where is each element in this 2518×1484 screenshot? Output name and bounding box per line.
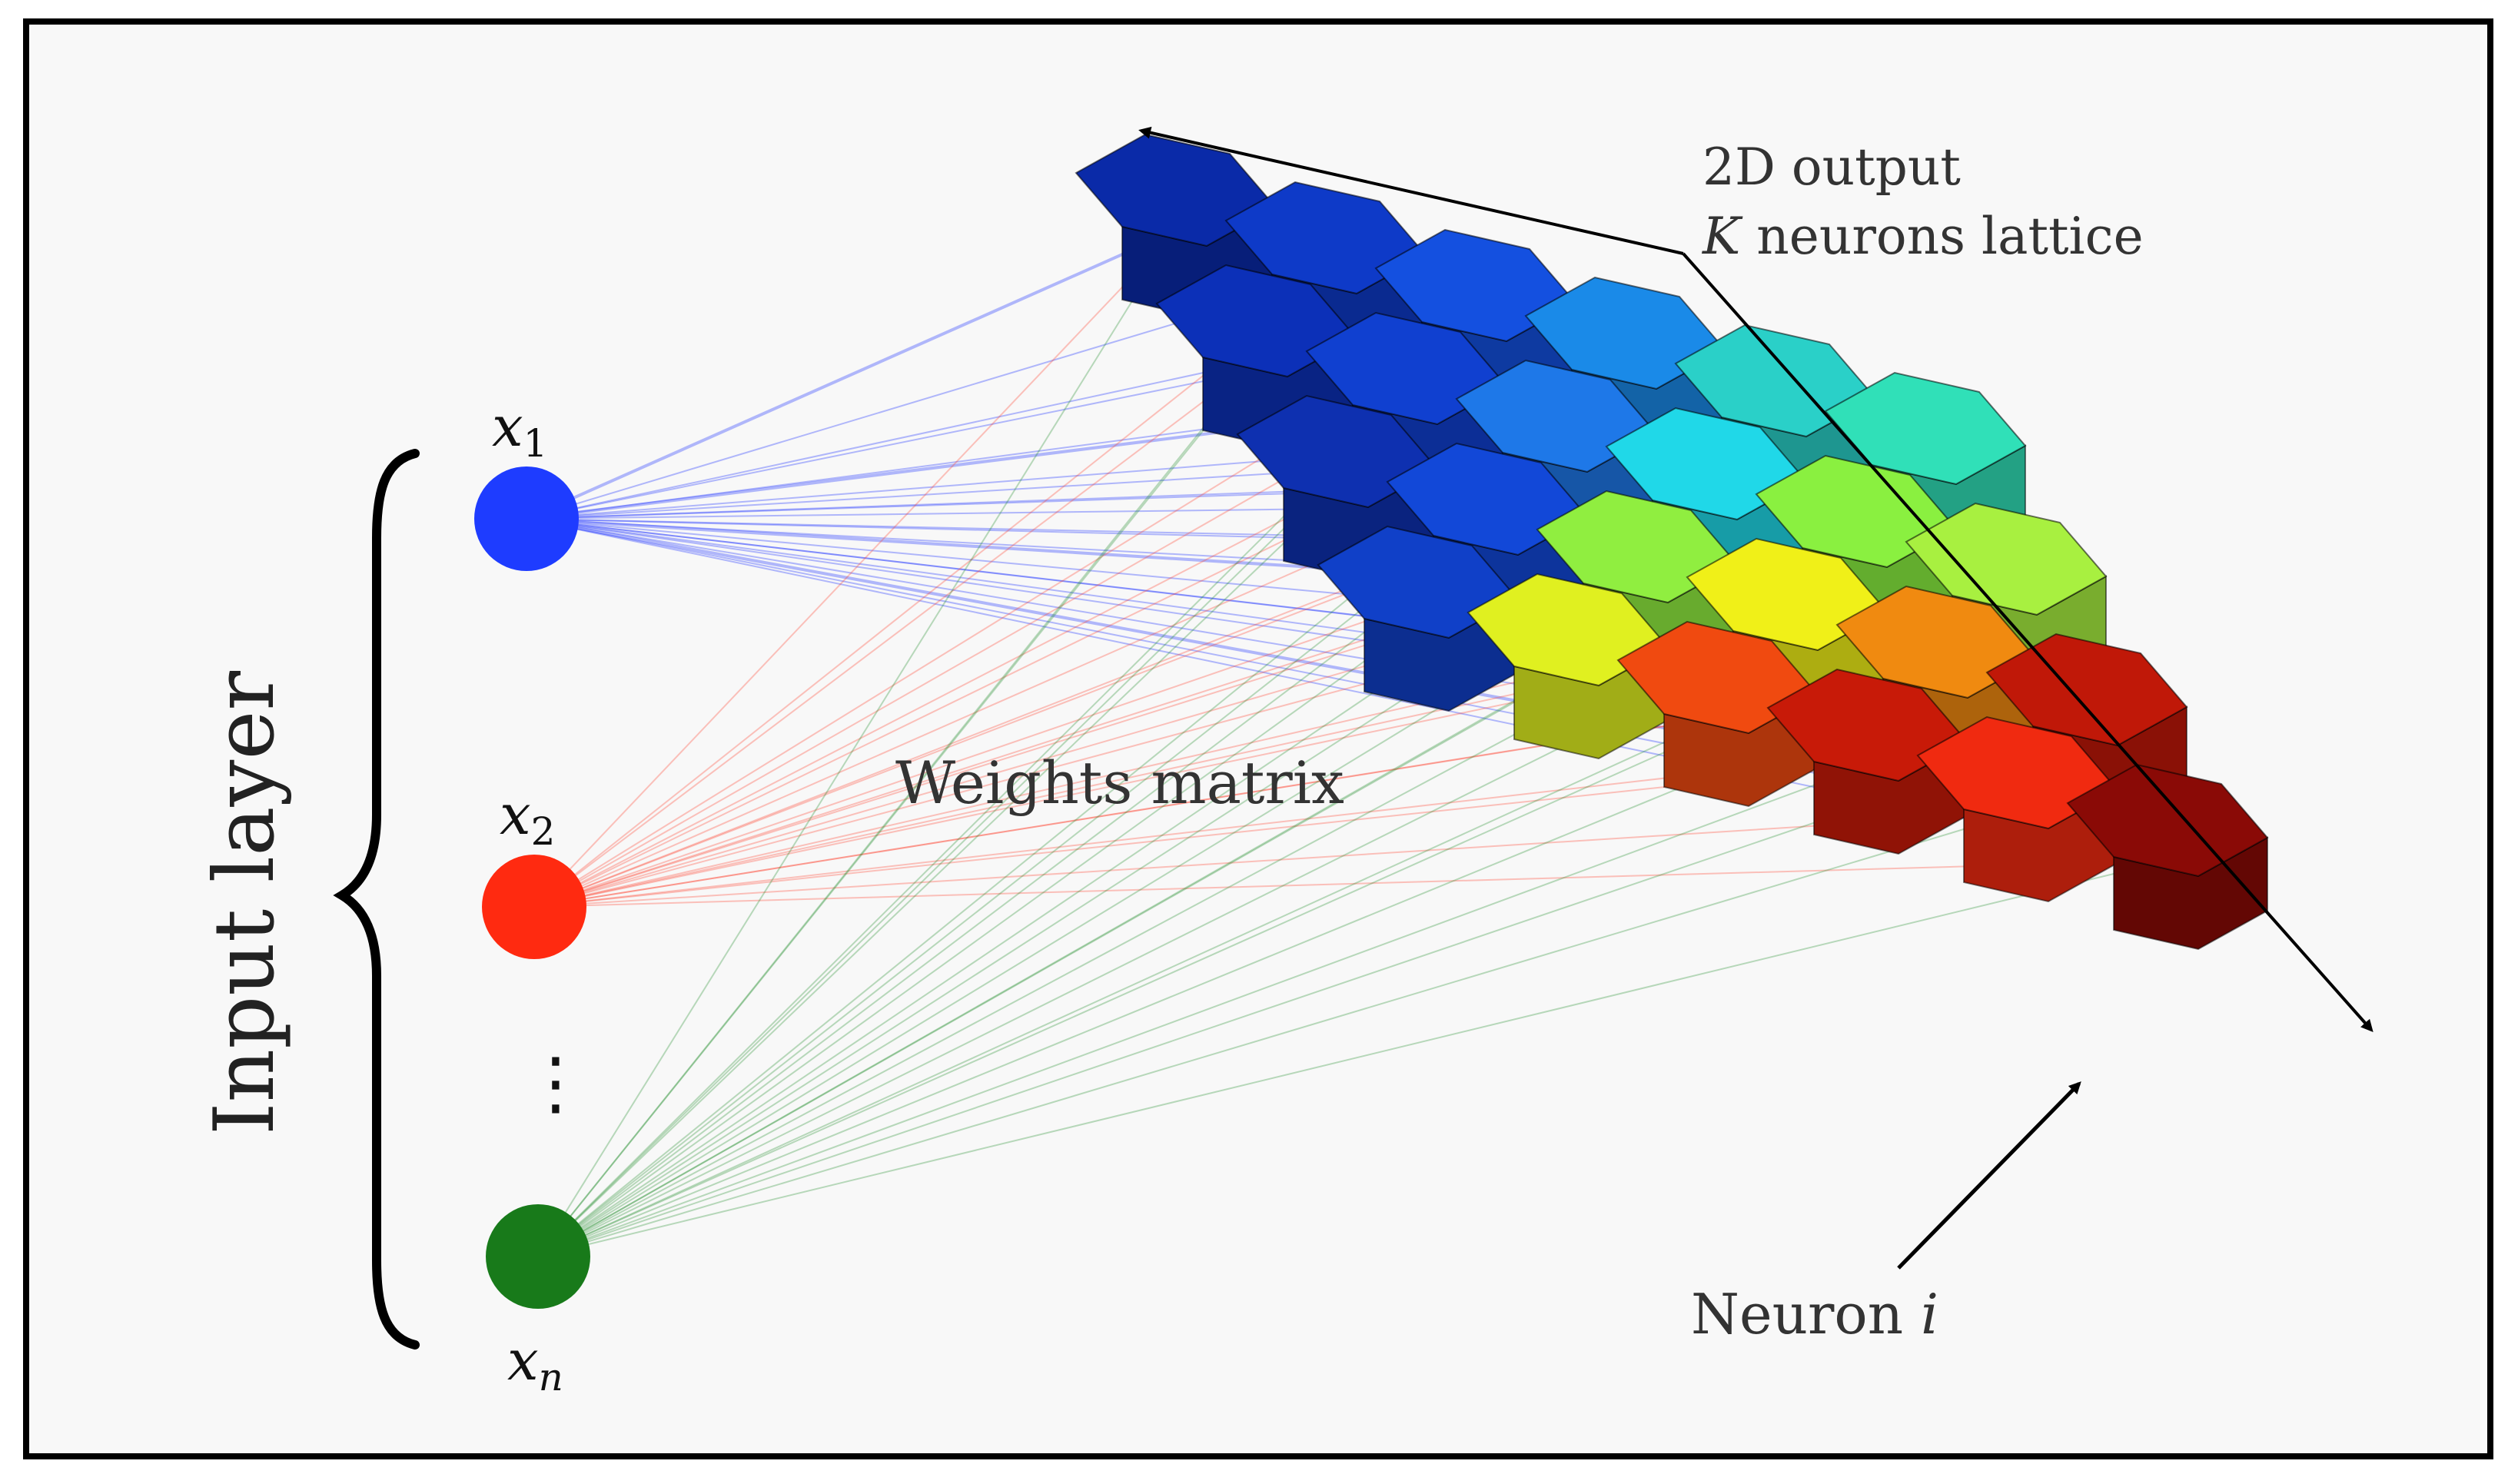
- weight-line: [537, 491, 1338, 1257]
- weight-line: [537, 230, 1177, 1257]
- weight-line: [533, 717, 1719, 908]
- input-node-x1: [474, 466, 579, 571]
- input-label-xn: xn: [507, 1328, 563, 1399]
- lattice-neuron: [1467, 573, 1669, 760]
- weights-matrix-label: Weights matrix: [895, 749, 1344, 817]
- weight-line: [526, 229, 1177, 520]
- weight-line: [537, 669, 1569, 1257]
- weight-line: [537, 812, 2018, 1257]
- input-layer-label: Input layer: [197, 671, 293, 1135]
- neuron-lattice: [1075, 133, 2269, 951]
- lattice-neuron: [1616, 620, 1819, 808]
- weight-line: [533, 230, 1177, 908]
- weight-line: [537, 539, 1488, 1257]
- weight-line: [537, 860, 2168, 1257]
- input-node-x2: [482, 855, 586, 959]
- weight-line: [537, 622, 1419, 1257]
- weight-line: [533, 765, 1869, 908]
- lattice-neuron: [1766, 668, 1969, 855]
- weight-line: [537, 717, 1719, 1257]
- weight-line: [537, 277, 1327, 1257]
- neuron-i-label: Neuron i: [1691, 1282, 1938, 1346]
- weight-line: [526, 491, 1338, 520]
- weight-line: [526, 518, 1419, 623]
- weight-line: [533, 360, 1257, 908]
- ellipsis-dots: ⋮: [521, 1043, 590, 1124]
- weight-line: [533, 539, 1488, 908]
- neuron-i-arrow: [1897, 1081, 2081, 1270]
- input-label-x1: x1: [492, 394, 547, 466]
- input-label-x2: x2: [500, 782, 555, 854]
- weight-line: [533, 860, 2168, 908]
- weight-line: [533, 812, 2018, 908]
- weight-line: [533, 622, 1419, 908]
- neuron-top-face: [1985, 632, 2188, 747]
- weight-line: [533, 277, 1327, 908]
- input-node-xn: [486, 1204, 590, 1309]
- lattice-neuron: [2066, 763, 2269, 951]
- weight-line: [533, 408, 1407, 908]
- lattice-dimension-arrow-right: [1682, 252, 2373, 1032]
- weight-line: [533, 669, 1569, 908]
- weight-lines: [526, 229, 2168, 1257]
- lattice-dimension-arrow-left: [1138, 126, 1684, 255]
- lattice-title-line2: K neurons lattice: [1702, 207, 2144, 266]
- input-layer-brace: [333, 449, 420, 1350]
- weight-line: [537, 360, 1257, 1257]
- weight-line: [537, 408, 1407, 1257]
- weight-line: [533, 491, 1338, 908]
- lattice-title-line1: 2D output: [1702, 138, 1961, 197]
- weight-line: [526, 360, 1257, 520]
- weight-line: [537, 765, 1869, 1257]
- neuron-top-face: [1905, 502, 2108, 616]
